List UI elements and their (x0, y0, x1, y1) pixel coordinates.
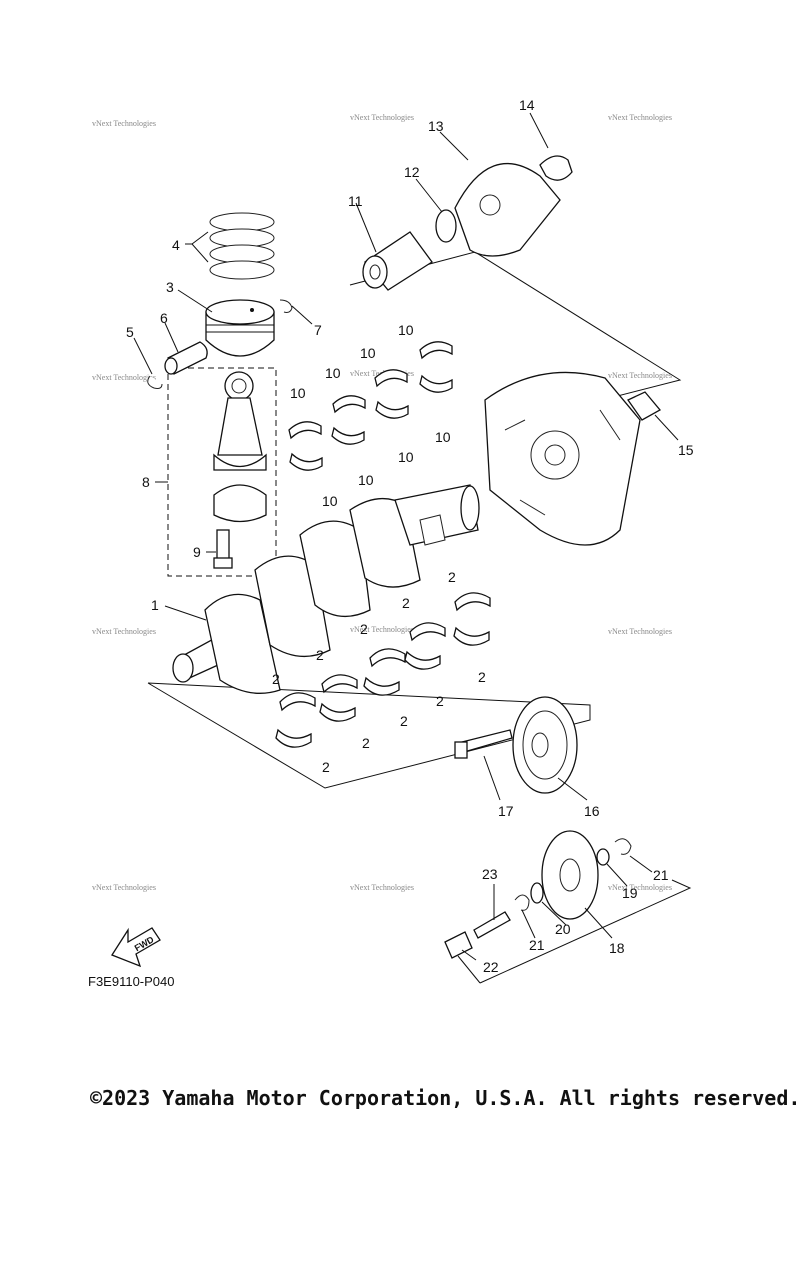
conrod-bolt (213, 529, 233, 569)
callout-4: 4 (172, 237, 180, 253)
callout-2: 2 (402, 595, 410, 611)
callout-10: 10 (435, 429, 451, 445)
callout-10: 10 (290, 385, 306, 401)
drive-gear (541, 830, 599, 920)
exploded-parts-diagram: vNext Technologies vNext Technologies vN… (88, 97, 694, 989)
watermark-4: vNext Technologies (92, 373, 156, 382)
callout-6: 6 (160, 310, 168, 326)
callout-20: 20 (555, 921, 571, 937)
callout-2: 2 (316, 647, 324, 663)
main-bearings (275, 592, 491, 748)
callout-10: 10 (398, 322, 414, 338)
circlip-5 (147, 375, 163, 389)
diagram-code: F3E9110-P040 (88, 974, 175, 989)
watermark-6: vNext Technologies (608, 371, 672, 380)
callout-2: 2 (400, 713, 408, 729)
callout-22: 22 (483, 959, 499, 975)
watermark-9: vNext Technologies (608, 627, 672, 636)
conrod-assembly-box (167, 367, 277, 577)
circlip-21-b (514, 894, 530, 911)
callout-18: 18 (609, 940, 625, 956)
callout-11: 11 (348, 193, 363, 209)
callout-1: 1 (151, 597, 159, 613)
callout-2: 2 (448, 569, 456, 585)
connecting-rod (213, 371, 267, 523)
bearing-19 (596, 848, 610, 866)
leader-lines (133, 112, 679, 961)
callout-5: 5 (126, 324, 134, 340)
damper-13 (454, 162, 561, 257)
collar-22 (444, 931, 473, 959)
flywheel-bolt (454, 729, 513, 759)
callout-15: 15 (678, 442, 694, 458)
callout-10: 10 (358, 472, 374, 488)
callout-7: 7 (314, 322, 322, 338)
callout-10: 10 (398, 449, 414, 465)
callout-10: 10 (325, 365, 341, 381)
callout-21: 21 (529, 937, 545, 953)
piston-rings (209, 212, 275, 280)
callout-2: 2 (478, 669, 486, 685)
callout-2: 2 (360, 621, 368, 637)
watermark-7: vNext Technologies (92, 627, 156, 636)
coupling-assembly (362, 155, 573, 291)
circlip-21-a (614, 838, 632, 855)
crankcase-cover (484, 371, 641, 546)
conrod-bearings (288, 341, 453, 471)
crankshaft (172, 484, 480, 694)
callout-2: 2 (272, 671, 280, 687)
gear-frame-left (457, 955, 481, 984)
watermark-1: vNext Technologies (92, 119, 156, 128)
callout-14: 14 (519, 97, 535, 113)
gear-frame (479, 879, 692, 984)
flywheel (512, 696, 578, 794)
callout-21: 21 (653, 867, 669, 883)
piston (205, 299, 275, 357)
callout-8: 8 (142, 474, 150, 490)
seal-15 (627, 391, 662, 421)
washer-20 (530, 882, 544, 904)
callout-17: 17 (498, 803, 514, 819)
watermark-2: vNext Technologies (350, 113, 414, 122)
viewport: vNext Technologies vNext Technologies vN… (88, 97, 800, 1110)
callout-23: 23 (482, 866, 498, 882)
callout-3: 3 (166, 279, 174, 295)
piston-pin (164, 341, 208, 375)
fwd-arrow: FWD (111, 927, 161, 968)
callout-10: 10 (360, 345, 376, 361)
callout-19: 19 (622, 885, 638, 901)
watermark-12: vNext Technologies (608, 883, 672, 892)
callout-13: 13 (428, 118, 444, 134)
bearing-frame (147, 682, 591, 789)
watermarks: vNext Technologies vNext Technologies vN… (92, 113, 672, 892)
watermark-11: vNext Technologies (350, 883, 414, 892)
shaft-23 (473, 911, 511, 939)
callout-10: 10 (322, 493, 338, 509)
callout-2: 2 (362, 735, 370, 751)
seal-12 (435, 209, 457, 243)
callout-9: 9 (193, 544, 201, 560)
watermark-3: vNext Technologies (608, 113, 672, 122)
callout-16: 16 (584, 803, 600, 819)
watermark-10: vNext Technologies (92, 883, 156, 892)
bushing-14 (539, 155, 573, 181)
callout-2: 2 (436, 693, 444, 709)
watermark-8: vNext Technologies (350, 625, 414, 634)
callouts: 1 2 2 2 2 2 2 2 2 2 2 3 4 5 6 7 8 9 10 1… (126, 97, 694, 975)
copyright-notice: ©2023 Yamaha Motor Corporation, U.S.A. A… (90, 1086, 800, 1110)
circlip-7 (279, 299, 293, 313)
callout-12: 12 (404, 164, 420, 180)
callout-2: 2 (322, 759, 330, 775)
